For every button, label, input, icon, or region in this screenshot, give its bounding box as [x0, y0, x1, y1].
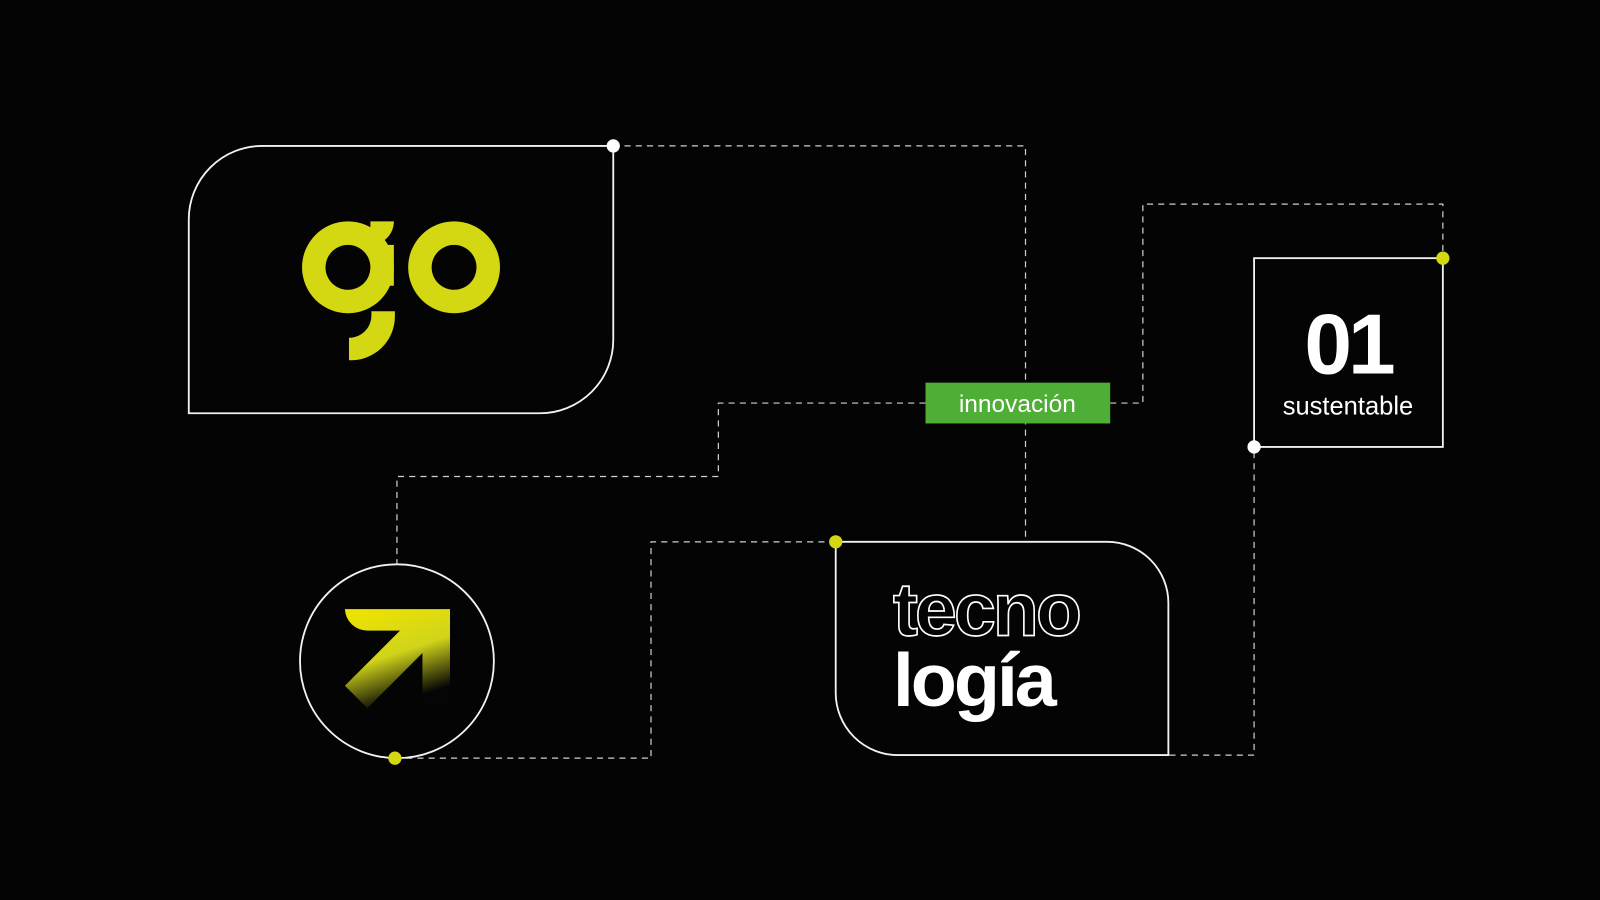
connector-go-to-tecno — [613, 145, 1027, 541]
number-card-number: 01 — [1304, 296, 1394, 392]
node-dot-accent — [829, 535, 843, 549]
connector-circle-to-tecno — [394, 541, 836, 759]
go-card-frame — [187, 145, 615, 415]
connector-innovacion-to-circle — [396, 402, 926, 565]
go-logo — [302, 221, 500, 361]
node-dot — [1247, 440, 1261, 454]
word-line-2: logía — [893, 639, 1058, 723]
connector-tecno-to-number — [1169, 446, 1255, 756]
node-dot-accent — [388, 751, 402, 765]
number-card-frame — [1253, 257, 1444, 448]
innovacion-tag-label: innovación — [959, 391, 1076, 418]
node-dot-accent — [1436, 251, 1450, 265]
number-card-caption: sustentable — [1283, 392, 1413, 420]
node-dot — [606, 139, 620, 153]
innovacion-tag — [925, 382, 1111, 424]
tecnologia-card-frame — [834, 540, 1170, 757]
arrow-up-right-icon — [344, 609, 450, 709]
word-line-1: tecno — [893, 569, 1080, 653]
connector-top-right — [1110, 203, 1444, 404]
